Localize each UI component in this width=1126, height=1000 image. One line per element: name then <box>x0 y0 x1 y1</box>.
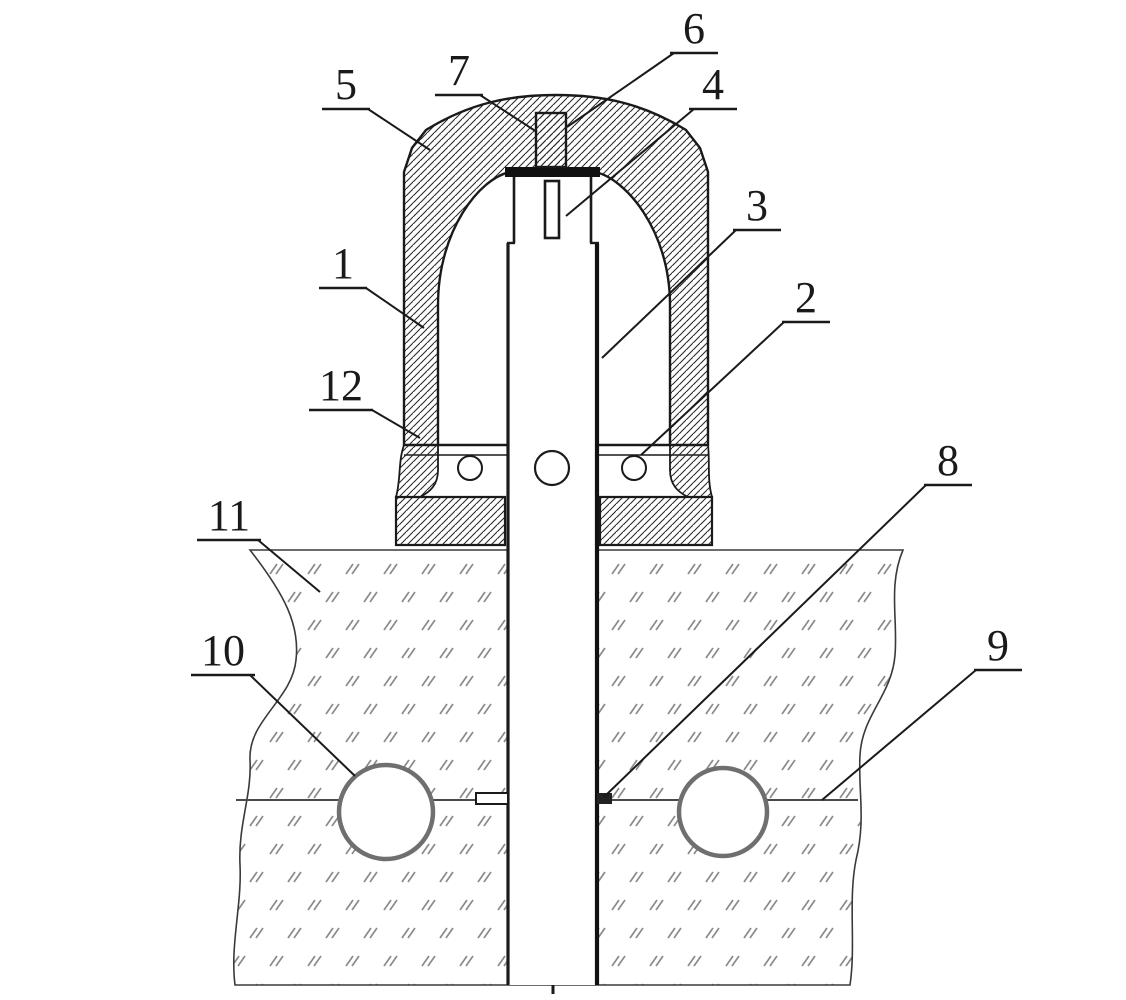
right-pipe-circle <box>676 765 770 859</box>
callout-label-7: 7 <box>448 46 470 95</box>
callout-8: 8 <box>603 436 972 798</box>
callout-label-6: 6 <box>683 4 705 53</box>
callout-label-1: 1 <box>332 239 354 288</box>
callout-label-11: 11 <box>208 491 250 540</box>
callout-label-2: 2 <box>795 273 817 322</box>
callout-2: 2 <box>640 273 830 456</box>
leader-line-11 <box>257 539 321 593</box>
leader-line-3 <box>601 229 737 359</box>
cap-bar <box>505 167 600 177</box>
callout-3: 3 <box>601 181 781 359</box>
callout-label-12: 12 <box>319 361 363 410</box>
right-foot <box>669 444 714 498</box>
callout-4: 4 <box>565 60 737 217</box>
top-plug <box>534 111 568 169</box>
callout-label-9: 9 <box>987 621 1009 670</box>
callout-5: 5 <box>322 60 431 151</box>
leader-line-5 <box>367 108 431 151</box>
callout-7: 7 <box>435 46 538 133</box>
callout-10: 10 <box>191 626 356 777</box>
leader-line-6 <box>566 52 675 128</box>
callout-label-4: 4 <box>702 60 724 109</box>
inner-rod <box>543 179 561 240</box>
left-pipe-circle <box>336 762 436 862</box>
callout-label-8: 8 <box>937 436 959 485</box>
side-tick-right <box>597 793 612 804</box>
leader-line-2 <box>640 321 785 456</box>
callout-label-5: 5 <box>335 60 357 109</box>
leader-line-12 <box>371 409 421 439</box>
leader-line-8 <box>603 484 927 798</box>
leader-line-1 <box>365 287 425 329</box>
base-plate-left <box>394 495 507 547</box>
callout-6: 6 <box>566 4 718 128</box>
leader-line-4 <box>565 108 695 217</box>
base-plate-right <box>598 495 714 547</box>
callout-12: 12 <box>309 361 421 439</box>
callout-label-3: 3 <box>746 181 768 230</box>
side-tick-left <box>475 792 509 805</box>
bolt-circle-right <box>621 455 647 481</box>
callout-label-10: 10 <box>201 626 245 675</box>
leader-line-7 <box>479 94 538 133</box>
leader-line-10 <box>249 674 356 777</box>
callout-11: 11 <box>197 491 321 593</box>
bolt-circle-left <box>457 455 483 481</box>
bolt-circle-center <box>533 449 571 487</box>
tube-bore <box>509 177 596 985</box>
leader-line-9 <box>821 669 977 801</box>
left-foot <box>394 444 439 498</box>
callout-1: 1 <box>319 239 425 329</box>
callout-9: 9 <box>821 621 1022 801</box>
